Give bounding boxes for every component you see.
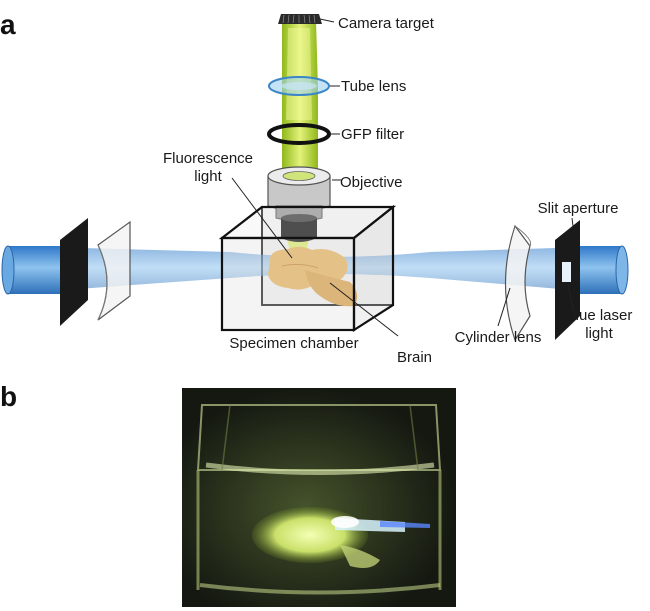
panel-label-b: b — [0, 381, 17, 412]
left-cylinder-lens — [97, 220, 131, 321]
chamber-photograph — [182, 388, 456, 607]
label-blue-laser-light: light — [585, 325, 613, 342]
label-slit-aperture: Slit aperture — [538, 200, 619, 217]
label-objective: Objective — [340, 174, 403, 191]
label-blue-laser: Blue laser — [566, 307, 633, 324]
label-gfp-filter: GFP filter — [341, 126, 404, 143]
left-slit-plate — [60, 218, 88, 326]
label-specimen-chamber: Specimen chamber — [229, 335, 358, 352]
right-cylinder-lens — [504, 224, 532, 342]
label-fluorescence-light: light — [194, 168, 222, 185]
objective-lens — [267, 166, 331, 242]
label-camera-target: Camera target — [338, 15, 435, 32]
gfp-filter — [267, 123, 331, 145]
label-tube-lens: Tube lens — [341, 78, 406, 95]
label-cylinder-lens: Cylinder lens — [455, 329, 542, 346]
brain-specimen — [268, 246, 358, 307]
camera-target — [278, 14, 322, 24]
tube-lens — [268, 76, 330, 96]
panel-label-a: a — [0, 9, 16, 40]
leader-lines — [231, 18, 576, 337]
label-fluorescence: Fluorescence — [163, 150, 253, 167]
label-brain: Brain — [397, 349, 432, 366]
